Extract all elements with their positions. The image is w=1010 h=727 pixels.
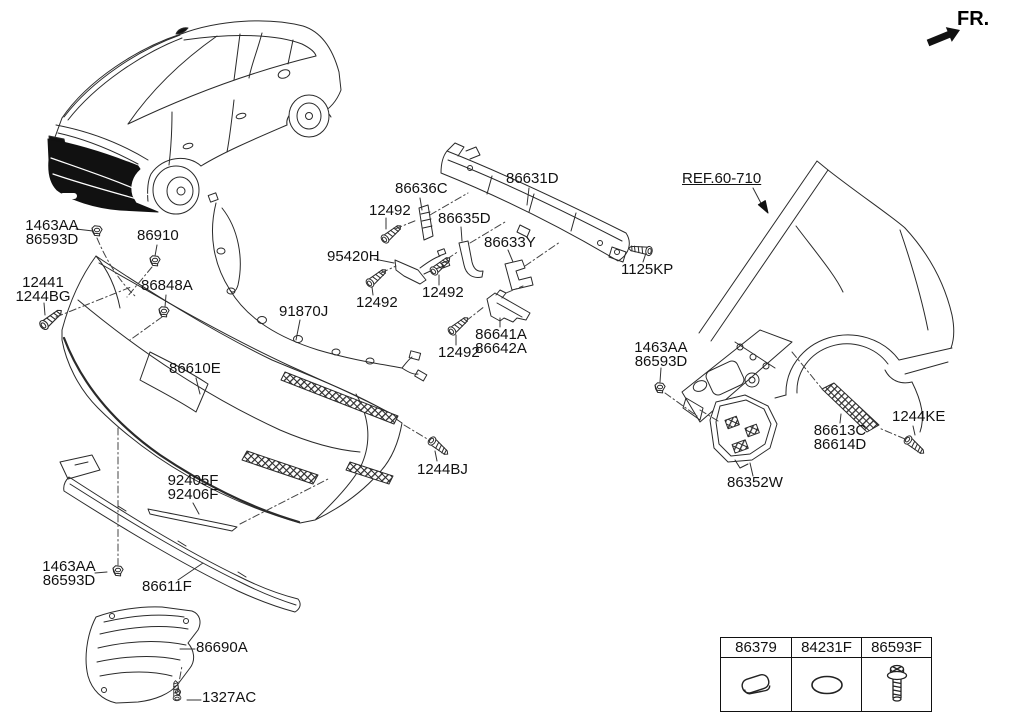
part-label-12492-b: 12492 [356,294,398,311]
front-direction-arrow-icon [926,27,960,47]
leader-lines [43,187,916,701]
ref-label-60-710: REF.60-710 [682,170,762,187]
part-label-86690a: 86690A [196,639,248,656]
side-support-bracket-drawing [681,329,793,423]
hardware-legend-table: 86379 84231F 86593F [720,637,932,712]
part-label-86636c: 86636C [395,180,448,197]
part-label-91870j: 91870J [279,303,329,320]
part-number: 1463AA [634,339,688,356]
part-label-1463aa-86593d-right: 1463AA 86593D [630,339,692,370]
part-label-12492-d: 12492 [438,344,480,361]
part-number: 86614D [813,435,867,453]
part-label-86848a: 86848A [141,277,193,294]
legend-header-86379: 86379 [721,638,791,658]
mounting-brackets-drawing [394,204,534,323]
legend-cell-86379 [721,658,791,711]
quarter-panel-drawing [698,160,955,433]
part-label-1463aa-86593d-bottom: 1463AA 86593D [39,558,99,589]
part-number: 86642A [475,339,527,357]
part-number: 86613C [813,422,867,439]
bumper-rail-drawing [440,142,630,263]
alignment-lines [55,192,906,694]
wiring-harness-drawing [207,192,428,382]
part-number: 86593D [634,352,688,370]
rear-bumper-cover-drawing [61,255,403,524]
part-label-1463aa-86593d-left: 1463AA 86593D [22,217,82,248]
part-number: 1463AA [42,558,96,575]
part-label-86641a-86642a: 86641A 86642A [470,326,532,357]
sill-pad-drawing [821,382,880,433]
trim-plug-icon [741,673,771,695]
part-number: 92406F [167,485,219,503]
part-label-1244bj: 1244BJ [417,461,468,478]
part-label-86613c-86614d: 86613C 86614D [809,422,871,453]
part-label-92405f-92406f: 92405F 92406F [163,472,223,503]
front-direction-label: FR. [957,8,990,30]
part-number: 86641A [475,326,527,343]
part-label-12441-1244bg: 12441 1244BG [14,274,72,305]
part-number: 92405F [167,472,219,489]
part-label-86610e: 86610E [169,360,221,377]
part-label-86910: 86910 [137,227,179,244]
part-label-1327ac: 1327AC [202,689,257,706]
legend-cell-84231f [791,658,861,711]
legend-header-84231f: 84231F [791,638,861,658]
part-number: 12441 [22,274,64,291]
reflector-strip-drawing [147,508,238,532]
part-number: 86593D [25,230,79,248]
part-number: 86593D [42,571,96,589]
lower-molding-drawing [59,454,301,613]
part-number: 1463AA [25,217,79,234]
vehicle-overview-illustration [47,20,342,215]
part-label-86352w: 86352W [727,474,783,491]
mudguard-drawing [709,394,778,469]
under-cover-drawing [85,606,201,704]
part-label-1244ke: 1244KE [892,408,946,425]
part-label-86611f: 86611F [142,578,192,595]
part-number: 1244BG [15,287,71,305]
flange-bolt-icon [886,664,907,702]
part-label-1125kp: 1125KP [621,261,674,278]
part-label-12492-c: 12492 [422,284,464,301]
part-label-86631d: 86631D [506,170,559,187]
part-label-86635d: 86635D [438,210,491,227]
oval-grommet-icon [810,675,843,694]
part-label-95420h: 95420H [327,248,380,265]
part-label-12492-a: 12492 [369,202,411,219]
part-label-86633y: 86633Y [484,234,536,251]
legend-header-86593f: 86593F [861,638,931,658]
legend-cell-86593f [861,658,931,711]
